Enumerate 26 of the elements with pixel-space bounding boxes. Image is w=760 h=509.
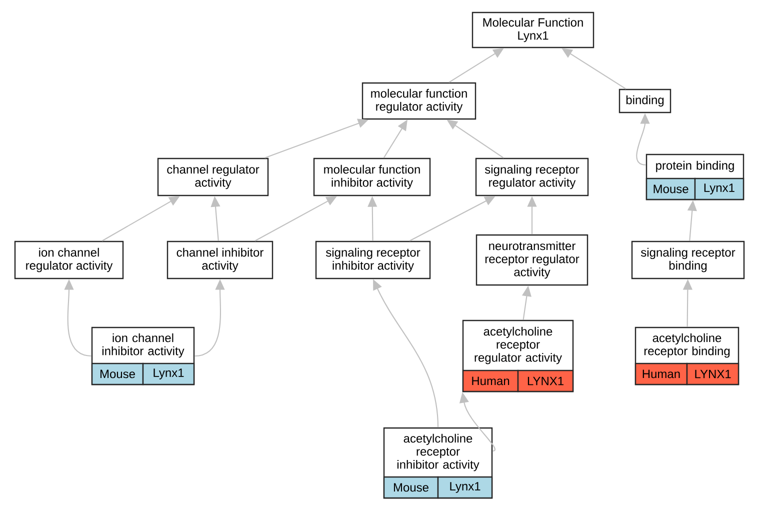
term-box: signaling receptor regulator activity xyxy=(475,158,589,196)
term-box: signaling receptor binding xyxy=(631,240,745,280)
term-label: acetylcholine receptor inhibitor activity xyxy=(397,434,480,472)
species-cell: Human xyxy=(462,370,519,392)
term-box: molecular function regulator activity xyxy=(362,82,476,120)
term-label: acetylcholine receptor regulator activity xyxy=(474,326,562,364)
species-cell: Mouse xyxy=(91,362,144,386)
species-cell: Human xyxy=(634,362,688,386)
gene-cell: LYNX1 xyxy=(686,362,740,386)
term-label: ion channel inhibitor activity xyxy=(102,333,184,358)
term-box: ion channel regulator activity xyxy=(14,240,124,280)
gene-cell: Lynx1 xyxy=(142,362,195,386)
species-cell: Mouse xyxy=(646,178,696,200)
term-box: molecular function inhibitor activity xyxy=(313,158,431,196)
term-box: Molecular Function Lynx1 xyxy=(472,12,594,48)
term-box: signaling receptor inhibitor activity xyxy=(315,240,431,280)
gene-cell: Lynx1 xyxy=(694,178,744,200)
gene-cell: Lynx1 xyxy=(437,476,493,499)
term-box: binding xyxy=(618,88,672,114)
term-box: channel regulator activity xyxy=(157,158,269,196)
term-label: protein binding xyxy=(656,160,734,172)
term-box: channel inhibitor activity xyxy=(166,240,274,280)
term-label: acetylcholine receptor binding xyxy=(644,333,730,358)
term-box: neurotransmitter receptor regulator activity xyxy=(476,234,588,286)
gene-cell: LYNX1 xyxy=(517,370,574,392)
species-cell: Mouse xyxy=(383,476,439,499)
